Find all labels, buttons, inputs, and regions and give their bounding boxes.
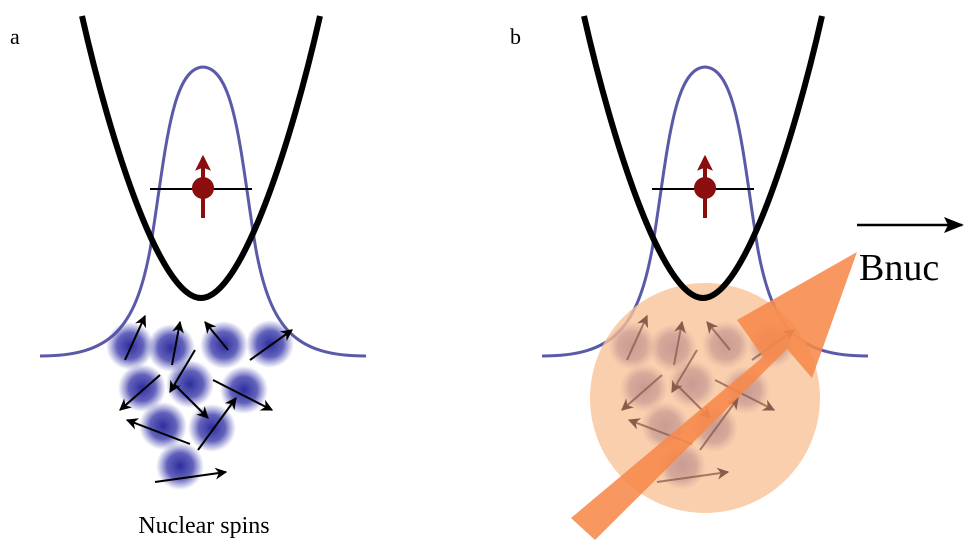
electron-spin-icon — [192, 154, 214, 218]
nuclear-spin-arrow — [699, 397, 739, 451]
nuclear-spins-caption: Nuclear spins — [138, 513, 269, 539]
nucleus-icon — [220, 366, 268, 414]
nuclear-spin-arrow — [656, 467, 730, 483]
bnuc-label-group: Bnuc — [857, 217, 964, 289]
panel-b: b — [510, 15, 964, 540]
nucleus-icon — [147, 324, 195, 372]
nuclear-spin-arrow — [119, 374, 161, 411]
nucleus-icon — [668, 360, 716, 408]
nuclear-spin-arrow — [169, 349, 196, 394]
nucleus-icon — [156, 442, 204, 490]
nuclear-spin-arrow — [626, 314, 648, 361]
nuclear-spin-arrow — [212, 379, 274, 411]
nuclear-spin-arrow — [204, 321, 229, 351]
nuclear-spin-arrow — [671, 349, 698, 394]
wavefunction-curve — [39, 65, 367, 358]
nuclear-spin-arrow — [197, 397, 237, 451]
nuclear-spin-arrow — [706, 321, 731, 351]
nuclear-spin-arrow — [673, 320, 686, 366]
nucleus-icon — [166, 360, 214, 408]
nuclear-field-arrow — [571, 252, 857, 540]
nucleus-icon — [106, 322, 154, 370]
panel-b-label: b — [510, 24, 521, 49]
nucleus-icon — [649, 324, 697, 372]
nuclear-spin-arrow — [249, 329, 293, 361]
bnuc-label: Bnuc — [859, 247, 939, 289]
nucleus-icon — [608, 322, 656, 370]
nuclear-spins-cluster — [106, 314, 294, 490]
panel-a-label: a — [10, 24, 20, 49]
nuclear-spin-arrow — [621, 374, 663, 411]
electron-spin-icon — [694, 154, 716, 218]
confinement-potential-curve — [581, 15, 825, 302]
nuclear-spin-arrow — [154, 467, 228, 483]
nuclear-spin-arrow — [125, 418, 191, 445]
confinement-potential-curve — [79, 15, 323, 302]
nucleus-icon — [188, 404, 236, 452]
nuclear-spin-arrow — [171, 320, 184, 366]
nuclear-spin-arrow — [714, 379, 776, 411]
nuclear-spin-arrow — [124, 314, 146, 361]
panel-a: a — [10, 15, 367, 539]
nucleus-icon — [246, 320, 294, 368]
